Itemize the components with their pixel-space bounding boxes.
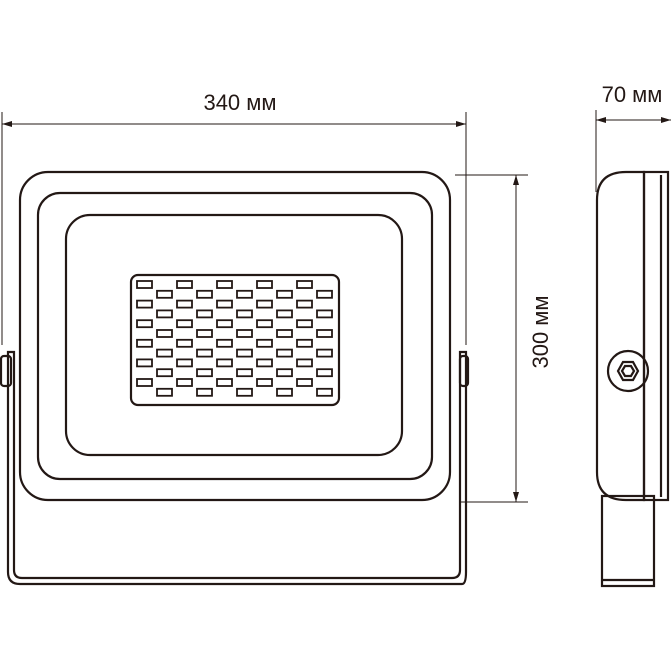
hex-bolt-icon — [616, 360, 640, 382]
led-chip — [276, 309, 293, 319]
led-array — [136, 280, 333, 397]
led-chip — [216, 378, 233, 387]
depth-label: 70 мм — [602, 82, 663, 107]
led-chip — [176, 338, 193, 348]
led-chip — [176, 378, 193, 387]
led-chip — [216, 338, 233, 348]
led-chip — [136, 299, 153, 309]
width-label: 340 мм — [203, 90, 276, 115]
housing-frame — [36, 191, 434, 481]
led-chip — [216, 358, 233, 368]
led-chip — [216, 280, 233, 289]
led-chip — [216, 299, 233, 309]
led-chip — [156, 348, 173, 358]
mounting-bracket — [6, 350, 468, 586]
side-front-plate — [642, 170, 670, 502]
led-chip — [316, 387, 333, 397]
led-chip — [136, 358, 153, 368]
led-chip — [156, 309, 173, 319]
side-bracket — [600, 494, 656, 588]
led-chip — [276, 348, 293, 358]
led-chip — [296, 299, 313, 309]
side-view — [595, 170, 670, 588]
right-bolt — [458, 354, 470, 388]
left-bolt — [0, 354, 13, 388]
led-chip — [236, 329, 253, 338]
led-chip — [196, 368, 213, 378]
height-label: 300 мм — [528, 295, 553, 368]
led-chip — [256, 280, 273, 289]
front-view — [0, 170, 470, 586]
led-chip — [236, 348, 253, 358]
led-chip — [136, 338, 153, 348]
led-chip — [296, 280, 313, 289]
led-chip — [176, 280, 193, 289]
led-chip — [256, 338, 273, 348]
led-chip — [196, 289, 213, 299]
glass-panel — [64, 213, 404, 457]
led-chip — [156, 289, 173, 299]
led-chip — [316, 348, 333, 358]
led-chip — [136, 319, 153, 329]
led-chip — [316, 289, 333, 299]
led-chip — [276, 387, 293, 397]
led-chip — [196, 348, 213, 358]
width-dimension: 340 мм — [1, 90, 467, 345]
led-chip — [176, 358, 193, 368]
led-chip — [156, 387, 173, 397]
led-chip — [276, 329, 293, 338]
led-chip — [196, 309, 213, 319]
led-chip — [256, 299, 273, 309]
led-chip — [316, 368, 333, 378]
height-dimension: 300 мм — [455, 174, 553, 503]
led-chip — [316, 329, 333, 338]
led-chip — [276, 368, 293, 378]
led-chip — [176, 319, 193, 329]
led-chip — [276, 289, 293, 299]
led-chip — [296, 338, 313, 348]
led-chip — [296, 358, 313, 368]
led-chip — [316, 309, 333, 319]
led-chip — [256, 358, 273, 368]
led-chip — [256, 378, 273, 387]
led-chip — [156, 368, 173, 378]
led-chip — [196, 329, 213, 338]
led-chip — [256, 319, 273, 329]
depth-dimension: 70 мм — [595, 82, 671, 192]
led-chip — [216, 319, 233, 329]
led-chip — [236, 309, 253, 319]
led-chip — [296, 378, 313, 387]
side-housing — [595, 170, 646, 502]
led-chip — [176, 299, 193, 309]
led-chip — [236, 289, 253, 299]
led-chip — [236, 368, 253, 378]
housing-outer — [18, 170, 452, 502]
led-chip — [296, 319, 313, 329]
led-chip — [236, 387, 253, 397]
led-chip — [136, 280, 153, 289]
side-bolt-washer — [606, 349, 650, 393]
led-chip — [156, 329, 173, 338]
led-chip — [196, 387, 213, 397]
led-board — [129, 273, 341, 407]
led-chip — [136, 378, 153, 387]
